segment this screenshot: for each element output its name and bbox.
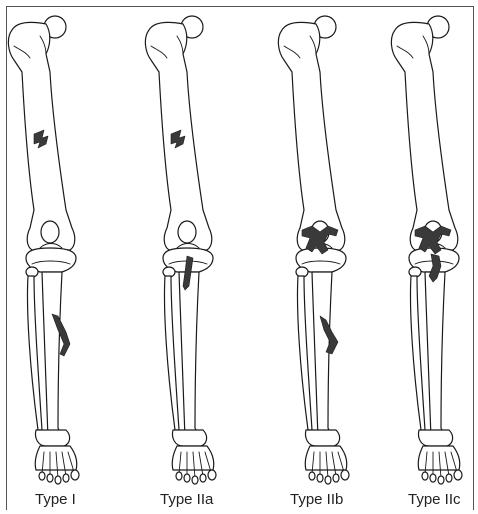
label-type-2b: Type IIb [290, 491, 343, 509]
limb-type-2a [137, 10, 247, 488]
label-type-2a: Type IIa [160, 491, 213, 509]
label-type-1: Type I [35, 491, 76, 509]
limb-type-2c [383, 10, 478, 488]
label-type-2c: Type IIc [408, 491, 461, 509]
limb-type-1 [0, 10, 110, 488]
limb-type-2b [270, 10, 380, 488]
